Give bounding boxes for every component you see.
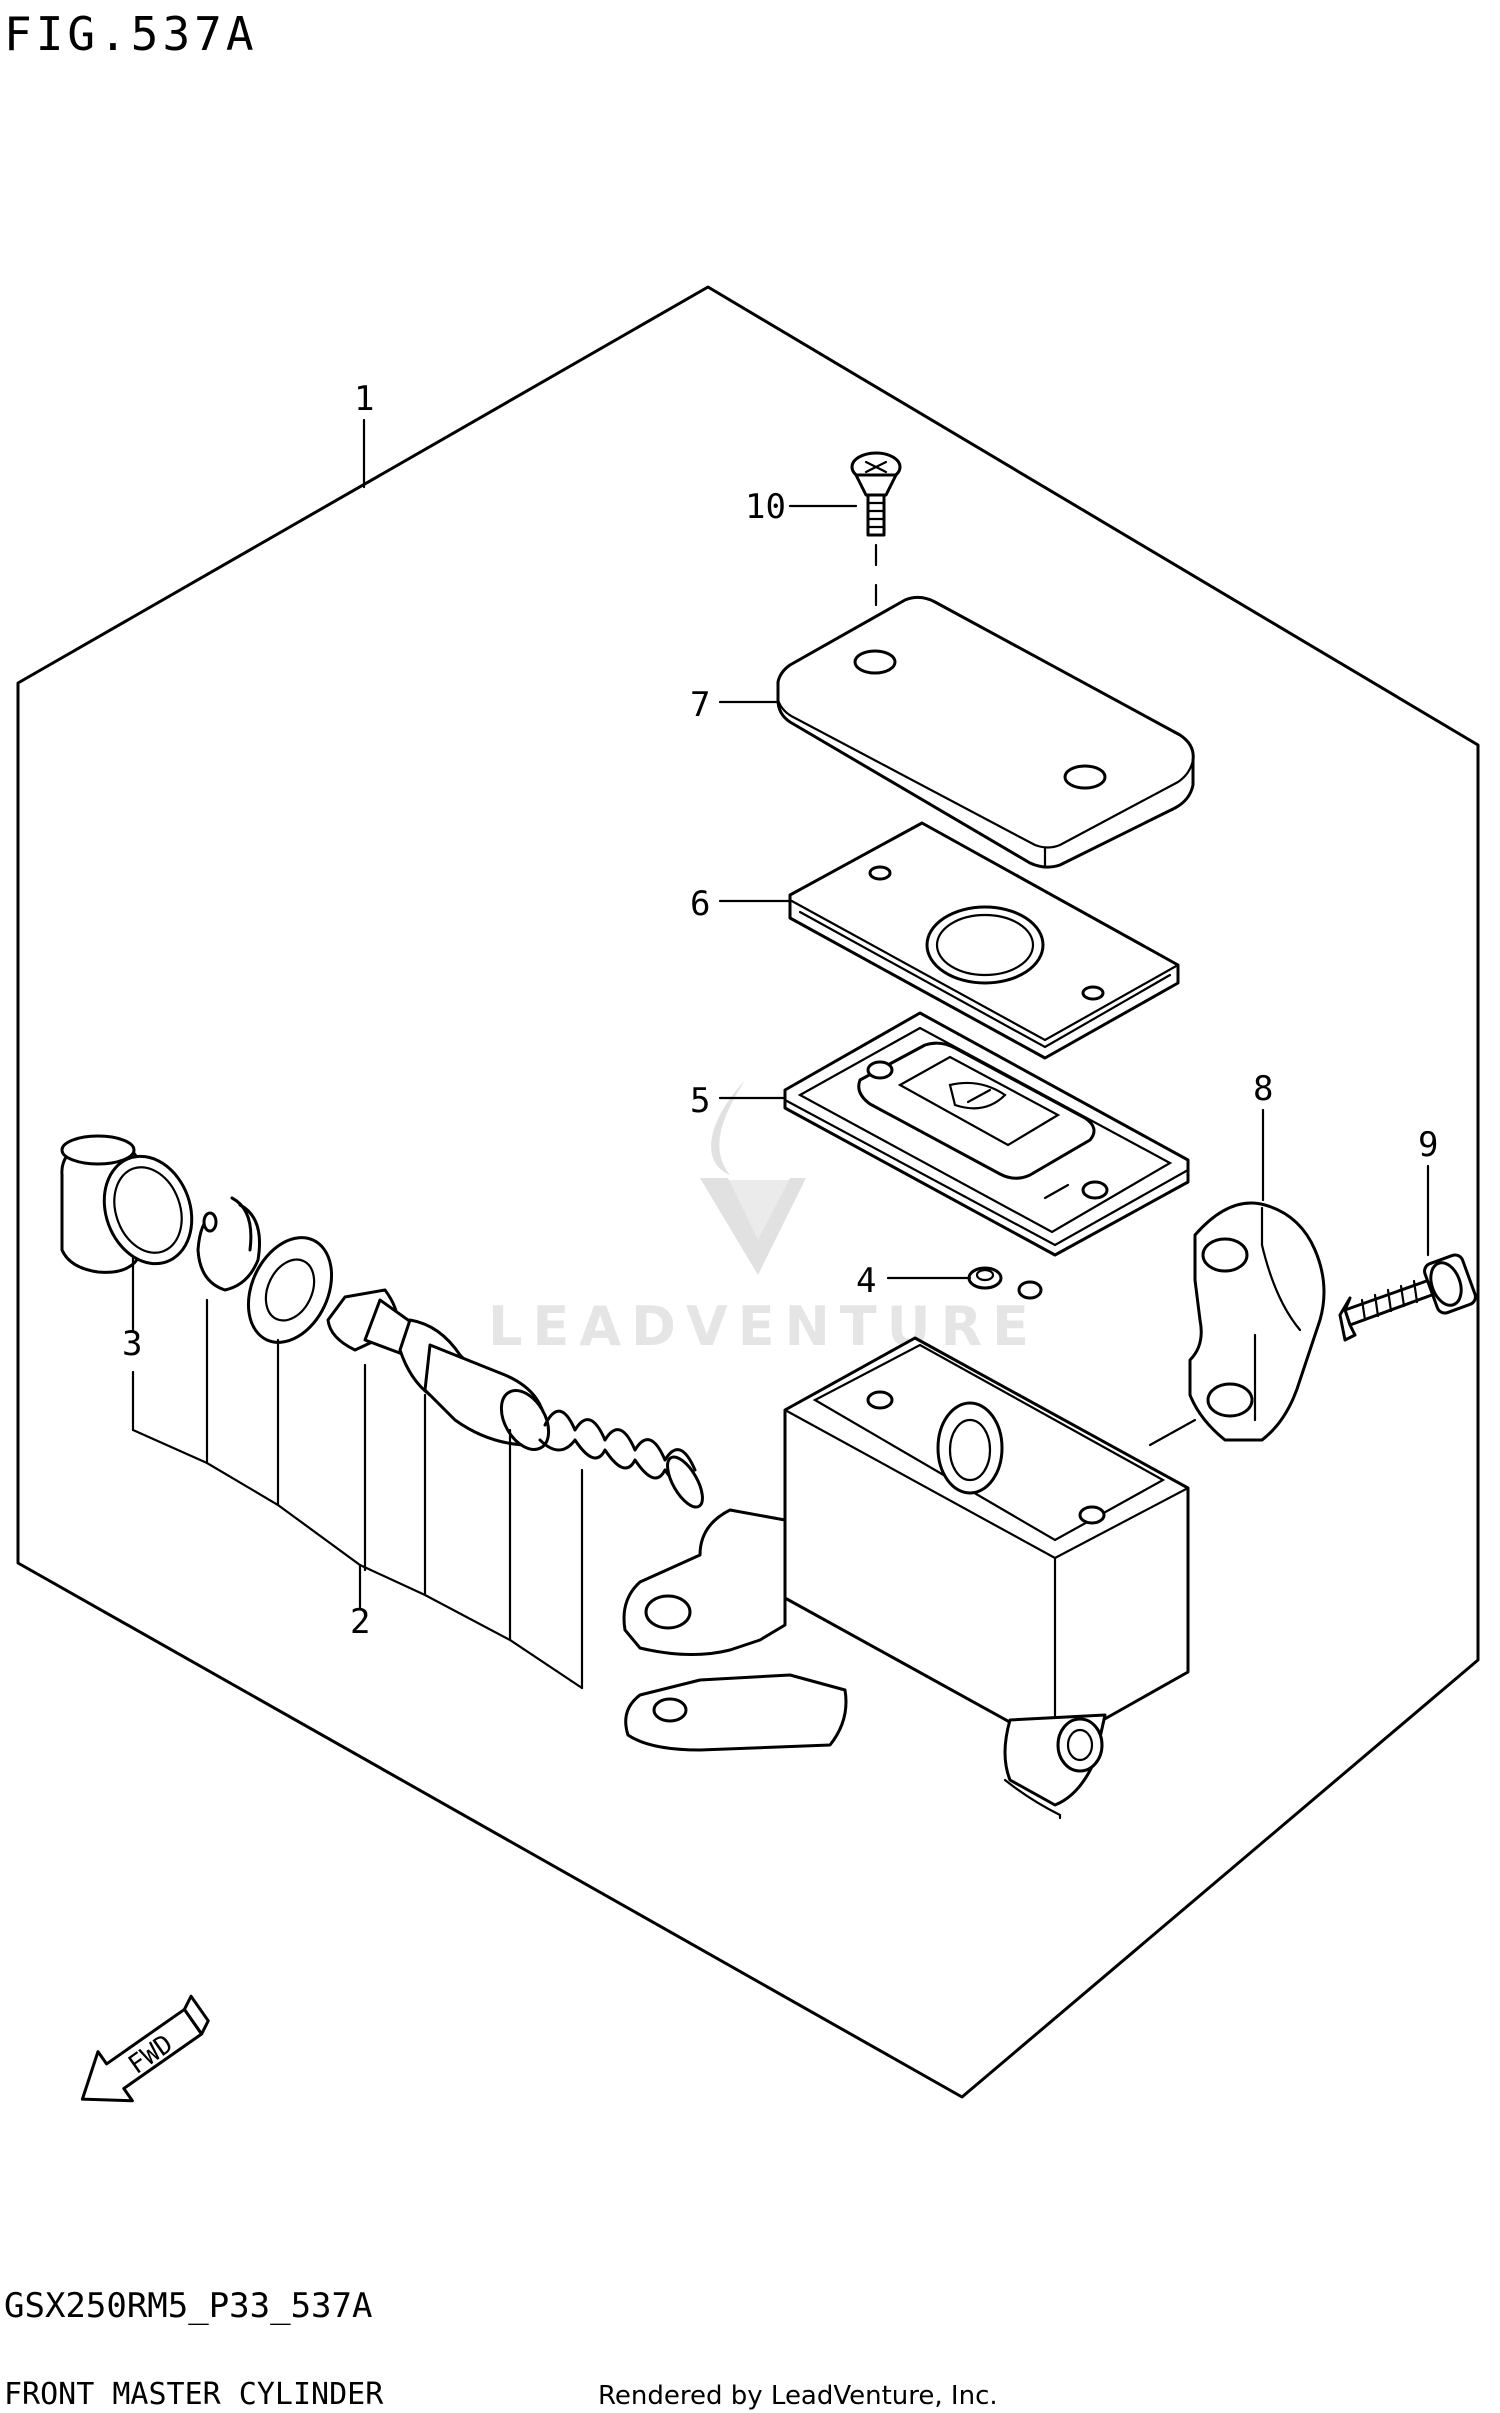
callout-1-label: 1 [354, 379, 374, 419]
piston-part [326, 1288, 704, 1509]
callout-9-label: 9 [1418, 1125, 1438, 1165]
master-cylinder-body [622, 1336, 1197, 1820]
diaphragm-part [788, 821, 1180, 1060]
washer-part [246, 1236, 334, 1344]
leadventure-watermark: LEADVENTURE [488, 1080, 1039, 1358]
plate-part [783, 1011, 1190, 1257]
callout-5-label: 5 [690, 1081, 710, 1121]
model-code: GSX250RM5_P33_537A [4, 2286, 372, 2326]
bolt-part [1338, 1253, 1477, 1342]
cap-part [776, 595, 1195, 869]
holder-part [1188, 1201, 1326, 1442]
callout-7-label: 7 [690, 685, 710, 725]
callout-4-label: 4 [856, 1261, 876, 1301]
callout-3-label: 3 [122, 1324, 142, 1364]
render-credit: Rendered by LeadVenture, Inc. [598, 2381, 998, 2411]
boot-part [60, 1134, 194, 1274]
callout-2-bracket [131, 1428, 584, 1690]
watermark-text: LEADVENTURE [488, 1295, 1039, 1358]
fwd-arrow-icon: FWD [80, 1994, 210, 2103]
figure-caption: FRONT MASTER CYLINDER [4, 2377, 384, 2412]
float-part [967, 1266, 1043, 1300]
callout-6-label: 6 [690, 884, 710, 924]
callout-2-label: 2 [350, 1602, 370, 1642]
assembly-boundary [16, 285, 1480, 2099]
callout-10-label: 10 [745, 487, 786, 527]
figure-title: FIG.537A [4, 7, 258, 61]
circlip-part [196, 1196, 262, 1292]
callout-8-label: 8 [1253, 1069, 1273, 1109]
